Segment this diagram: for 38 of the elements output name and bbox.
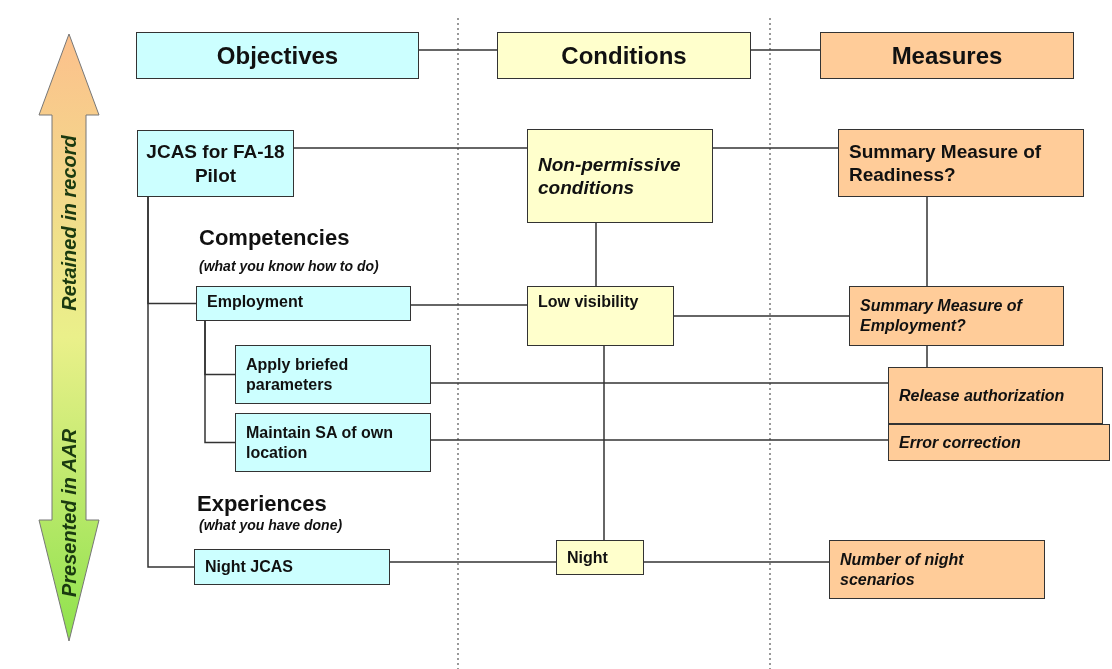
connector-line [643, 561, 830, 563]
connector-line [204, 320, 236, 444]
connector-line [430, 439, 889, 441]
connector-line [410, 304, 528, 306]
connector-line [926, 196, 928, 287]
connector-line [926, 345, 928, 368]
connector-line [712, 147, 839, 149]
text-box: Employment [196, 286, 411, 321]
column-header: Conditions [497, 32, 751, 79]
text-box: Release authorization [888, 367, 1103, 424]
text-box: Night JCAS [194, 549, 390, 585]
arrow-label: Presented in AAR [57, 428, 81, 598]
text-box: JCAS for FA-18 Pilot [137, 130, 294, 197]
double-arrow [38, 33, 100, 642]
text-box: Number of night scenarios [829, 540, 1045, 599]
text-box: Summary Measure of Readiness? [838, 129, 1084, 197]
section-heading: Competencies [199, 225, 350, 251]
connector-line [595, 222, 597, 287]
text-box: Error correction [888, 424, 1110, 461]
connector-line [293, 147, 528, 149]
text-box: Maintain SA of own location [235, 413, 431, 472]
text-box: Night [556, 540, 644, 575]
arrow-label: Retained in record [57, 135, 81, 311]
connector-line [147, 196, 195, 568]
connector-line [389, 561, 557, 563]
connector-line [418, 49, 498, 51]
connector-line [430, 382, 889, 384]
column-header: Measures [820, 32, 1074, 79]
text-box: Non-permissive conditions [527, 129, 713, 223]
section-heading: Experiences [197, 491, 327, 517]
column-header: Objectives [136, 32, 419, 79]
connector-line [673, 315, 850, 317]
text-box: Low visibility [527, 286, 674, 346]
subheading: (what you have done) [199, 517, 343, 533]
connector-line [603, 345, 605, 541]
connector-line [750, 49, 821, 51]
text-box: Summary Measure of Employment? [849, 286, 1064, 346]
text-box: Apply briefed parameters [235, 345, 431, 404]
